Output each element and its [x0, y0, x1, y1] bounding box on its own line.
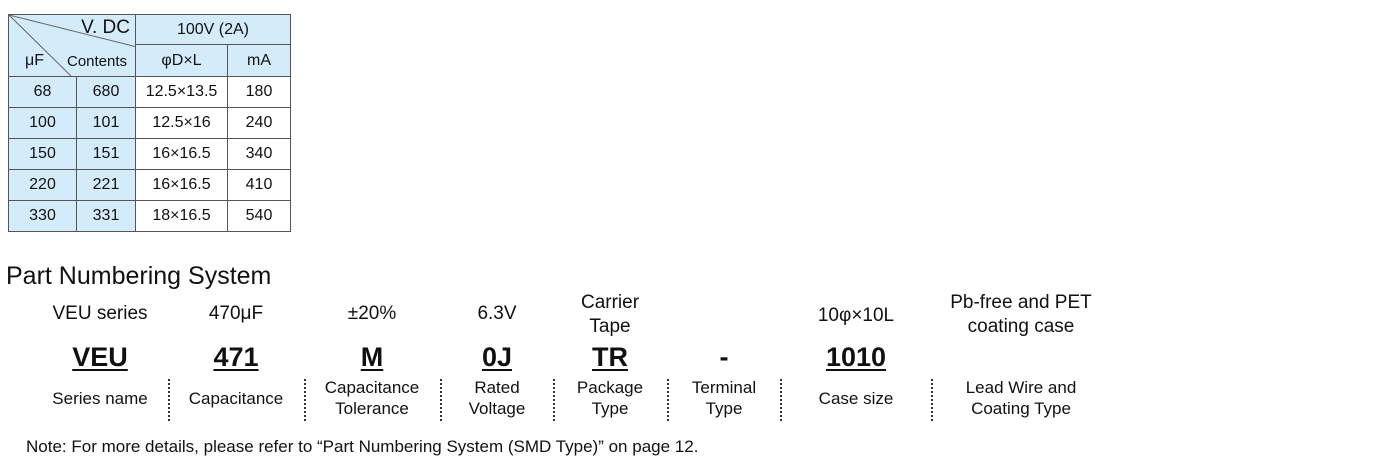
- segment-voltage: 6.3V: [446, 302, 548, 326]
- label-lead-wire: Lead Wire and Coating Type: [965, 378, 1077, 418]
- code-package: TR: [592, 342, 628, 372]
- ma-cell: 540: [227, 200, 291, 232]
- label-voltage: Rated Voltage: [468, 378, 526, 418]
- diagonal-lines: [9, 15, 135, 76]
- example-text: Carrier: [580, 292, 640, 313]
- contents-cell: 101: [76, 107, 136, 139]
- code-tolerance: M: [360, 342, 384, 372]
- corner-header-cell: V. DC μF Contents: [8, 14, 136, 77]
- table-row: 150 151 16×16.5 340: [8, 138, 291, 170]
- ma-cell: 180: [227, 76, 291, 108]
- segment-case-size: 10φ×10L: [786, 304, 926, 328]
- uf-cell: 150: [8, 138, 77, 170]
- example-text: 6.3V: [477, 303, 517, 324]
- contents-cell: 151: [76, 138, 136, 170]
- ma-cell: 340: [227, 138, 291, 170]
- separator: [931, 379, 933, 421]
- example-text: 10φ×10L: [817, 305, 895, 326]
- uf-label: μF: [25, 52, 44, 69]
- code-case-size: 1010: [825, 342, 887, 372]
- contents-cell: 680: [76, 76, 136, 108]
- ma-cell: 410: [227, 169, 291, 201]
- example-text: Pb-free and PET: [950, 292, 1092, 313]
- separator: [780, 379, 782, 421]
- separator: [440, 379, 442, 421]
- segment-series: VEU series: [32, 302, 168, 326]
- contents-cell: 331: [76, 200, 136, 232]
- example-text: ±20%: [347, 303, 397, 324]
- table-row: 68 680 12.5×13.5 180: [8, 76, 291, 108]
- label-case-size: Case size: [818, 389, 894, 408]
- label-tolerance: Capacitance Tolerance: [324, 378, 420, 418]
- section-title: Part Numbering System: [6, 262, 272, 290]
- code-series: VEU: [72, 342, 128, 372]
- segment-package: Carrier Tape: [558, 291, 662, 339]
- size-cell: 18×16.5: [135, 200, 228, 232]
- code-capacitance: 471: [213, 342, 259, 372]
- voltage-header: 100V (2A): [135, 14, 291, 45]
- contents-label: Contents: [67, 53, 128, 70]
- footnote: Note: For more details, please refer to …: [26, 437, 699, 456]
- segment-tolerance: ±20%: [306, 302, 438, 326]
- size-cell: 12.5×16: [135, 107, 228, 139]
- example-text: coating case: [967, 316, 1075, 337]
- ma-cell: 240: [227, 107, 291, 139]
- label-series: Series name: [52, 389, 148, 408]
- contents-cell: 221: [76, 169, 136, 201]
- label-package: Package Type: [576, 378, 644, 418]
- ripple-header: mA: [227, 44, 291, 77]
- example-text: VEU series: [52, 303, 148, 324]
- table-row: 330 331 18×16.5 540: [8, 200, 291, 232]
- size-cell: 16×16.5: [135, 169, 228, 201]
- code-voltage: 0J: [481, 342, 513, 372]
- vdc-label: V. DC: [81, 17, 130, 38]
- uf-cell: 330: [8, 200, 77, 232]
- table-row: 220 221 16×16.5 410: [8, 169, 291, 201]
- separator: [553, 379, 555, 421]
- segment-capacitance: 470μF: [176, 302, 296, 326]
- size-header: φD×L: [135, 44, 228, 77]
- uf-cell: 68: [8, 76, 77, 108]
- spec-table: V. DC μF Contents 100V (2A) φD×L mA 68 6…: [8, 14, 291, 232]
- example-text: Tape: [589, 316, 631, 337]
- table-row: 100 101 12.5×16 240: [8, 107, 291, 139]
- segment-lead-wire: Pb-free and PET coating case: [936, 291, 1106, 339]
- size-cell: 12.5×13.5: [135, 76, 228, 108]
- separator: [304, 379, 306, 421]
- example-text: 470μF: [208, 303, 264, 324]
- uf-cell: 220: [8, 169, 77, 201]
- separator: [667, 379, 669, 421]
- code-terminal: -: [719, 342, 729, 372]
- label-capacitance: Capacitance: [188, 389, 284, 408]
- uf-cell: 100: [8, 107, 77, 139]
- separator: [168, 379, 170, 421]
- label-terminal: Terminal Type: [691, 378, 757, 418]
- size-cell: 16×16.5: [135, 138, 228, 170]
